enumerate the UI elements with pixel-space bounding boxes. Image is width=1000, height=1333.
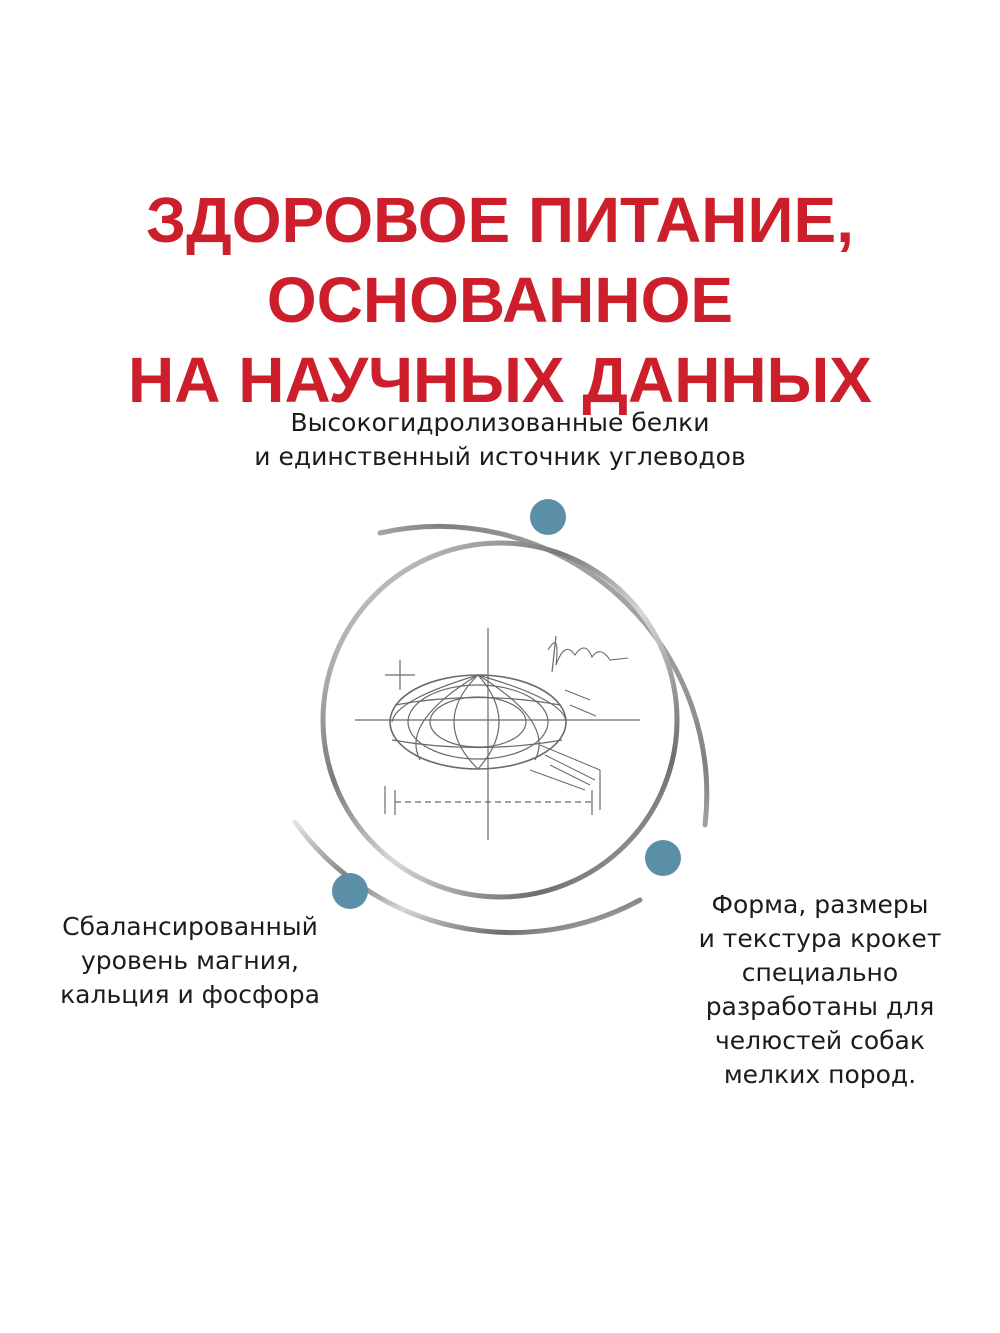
- outer-arc-bottom: [292, 819, 643, 936]
- feature-label-right: Форма, размеры и текстура крокет специал…: [660, 888, 980, 1092]
- feature-dot-icon-top: [530, 499, 566, 535]
- feature-right-line-1: Форма, размеры: [711, 890, 929, 919]
- inner-ring: [320, 540, 680, 900]
- feature-right-line-6: мелких пород.: [723, 1060, 917, 1089]
- feature-right-line-3: специально: [741, 958, 899, 987]
- feature-right-line-4: разработаны для: [705, 992, 935, 1021]
- feature-label-left: Сбалансированный уровень магния, кальция…: [30, 910, 350, 1012]
- kibble-sketch-icon: [355, 628, 640, 840]
- feature-top-line-2: и единственный источник углеводов: [254, 442, 746, 471]
- feature-right-line-2: и текстура крокет: [698, 924, 942, 953]
- outer-arc-top: [377, 524, 710, 828]
- page-title: ЗДОРОВОЕ ПИТАНИЕ, ОСНОВАННОЕ НА НАУЧНЫХ …: [0, 180, 1000, 420]
- feature-label-top: Высокогидролизованные белки и единственн…: [200, 406, 800, 474]
- feature-right-line-5: челюстей собак: [715, 1026, 925, 1055]
- feature-dot-icon-left: [332, 873, 368, 909]
- page-title-line-1: ЗДОРОВОЕ ПИТАНИЕ, ОСНОВАННОЕ: [146, 184, 854, 336]
- feature-left-line-1: Сбалансированный: [62, 912, 318, 941]
- feature-left-line-3: кальция и фосфора: [60, 980, 320, 1009]
- feature-left-line-2: уровень магния,: [81, 946, 299, 975]
- feature-top-line-1: Высокогидролизованные белки: [290, 408, 710, 437]
- page-title-line-2: НА НАУЧНЫХ ДАННЫХ: [128, 344, 872, 416]
- feature-dot-icon-right: [645, 840, 681, 876]
